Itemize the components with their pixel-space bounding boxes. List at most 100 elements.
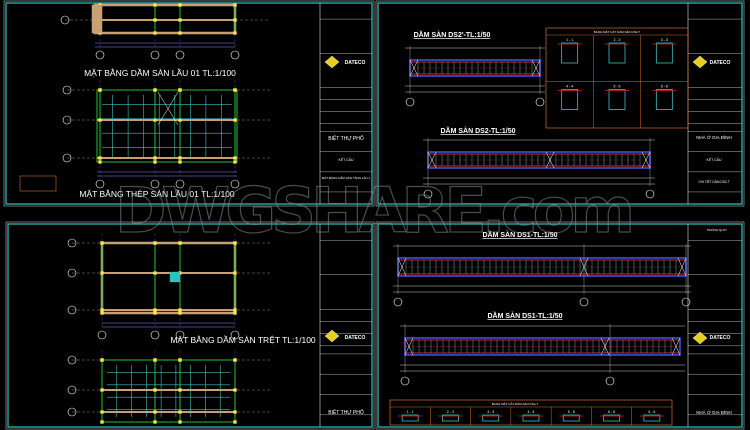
- column: [153, 308, 157, 312]
- grid-axis-bubble: [62, 115, 72, 125]
- section-label: 5 - 5: [568, 410, 575, 414]
- column: [233, 358, 237, 362]
- beam-title: DẦM SÀN DS2'-TL:1/50: [414, 29, 491, 39]
- column: [100, 420, 104, 424]
- plan-title: MẶT BẰNG DẦM SÀN TRỆT TL:1/100: [170, 335, 316, 345]
- column: [178, 358, 182, 362]
- column: [153, 358, 157, 362]
- sheet-outer-border: [375, 0, 745, 207]
- column: [153, 420, 157, 424]
- company-logo: [324, 329, 340, 343]
- column: [100, 271, 104, 275]
- grid-axis-bubble: [150, 330, 160, 340]
- column: [153, 3, 157, 7]
- support-cross: [600, 337, 610, 356]
- support-cross: [409, 59, 419, 77]
- column: [153, 31, 157, 35]
- column: [233, 160, 237, 164]
- sheet-frame: [377, 2, 743, 205]
- section-label: 4 - 4: [527, 410, 534, 414]
- grid-axis-bubble: [230, 179, 240, 189]
- grid-axis-bubble: [405, 97, 415, 107]
- stair-wall: [91, 4, 103, 34]
- company-logo: [692, 55, 708, 69]
- column: [233, 88, 237, 92]
- grid-axis-bubble: [67, 238, 77, 248]
- column: [98, 88, 102, 92]
- project-name: NHÀ Ở GIA ĐÌNH: [696, 134, 732, 140]
- column: [178, 410, 182, 414]
- column: [233, 18, 237, 22]
- column: [153, 156, 157, 160]
- column: [153, 160, 157, 164]
- column: [98, 118, 102, 122]
- section-label: 3 - 3: [487, 410, 494, 414]
- company-logo: [692, 331, 708, 345]
- column: [98, 160, 102, 164]
- grid-axis-bubble: [535, 97, 545, 107]
- project-name: BIỆT THỰ PHỐ: [328, 408, 364, 416]
- column: [233, 31, 237, 35]
- section-label: 6 - 6: [648, 410, 655, 414]
- column: [233, 308, 237, 312]
- sheet-frame: [7, 223, 373, 428]
- column: [100, 388, 104, 392]
- floor-outline: [100, 241, 237, 315]
- drawing-category: KẾT CẤU: [338, 157, 354, 162]
- grid-axis-bubble: [67, 355, 77, 365]
- grid-axis-bubble: [67, 385, 77, 395]
- column: [153, 271, 157, 275]
- drawing-category: KẾT CẤU: [706, 157, 722, 162]
- company-name: DATECO: [710, 335, 731, 341]
- grid-axis-bubble: [95, 50, 105, 60]
- column: [100, 308, 104, 312]
- drawing-name: MẶT BẰNG DẦM SÀN TẦNG LẦU 1: [322, 175, 371, 180]
- column: [178, 420, 182, 424]
- support-cross: [531, 59, 541, 77]
- grid-axis-bubble: [95, 179, 105, 189]
- beam-title: DẦM SÀN DS2-TL:1/50: [440, 125, 515, 135]
- company-logo: [324, 55, 340, 69]
- support-cross: [671, 337, 681, 356]
- sheet-outer-border: [375, 221, 745, 430]
- beam-title: DẦM SÀN DS1-TL:1/50: [487, 310, 562, 320]
- column: [153, 18, 157, 22]
- column: [178, 31, 182, 35]
- project-name: NHÀ Ở GIA ĐÌNH: [696, 409, 732, 415]
- column: [100, 358, 104, 362]
- beam-cross-section: [482, 414, 500, 422]
- section-table: [389, 399, 673, 426]
- column: [153, 88, 157, 92]
- grid-axis-bubble: [67, 268, 77, 278]
- company-name: DATECO: [710, 60, 731, 66]
- watermark: DWGSHARE.com: [115, 174, 635, 247]
- column: [233, 271, 237, 275]
- grid-axis-bubble: [393, 297, 403, 307]
- sheet-frame: [5, 2, 373, 205]
- section-label: 1 - 1: [566, 38, 573, 42]
- plan-title: MẶT BẰNG THÉP SÀN LẦU 01 TL:1/100: [79, 189, 235, 199]
- beam-cross-section: [561, 42, 579, 64]
- legend-box: [19, 175, 57, 192]
- section-label: 6 - 6: [608, 410, 615, 414]
- grid-axis-bubble: [175, 330, 185, 340]
- column: [233, 3, 237, 7]
- project-name: BIỆT THỰ PHỐ: [328, 134, 364, 142]
- column: [178, 241, 182, 245]
- section-label: 1 - 1: [407, 410, 414, 414]
- column: [178, 308, 182, 312]
- column: [233, 156, 237, 160]
- beam-cross-section: [561, 89, 579, 110]
- column: [233, 311, 237, 315]
- beam-cross-section: [603, 414, 620, 422]
- company-name: DATECO: [345, 60, 366, 66]
- beam-cross-section: [442, 414, 459, 422]
- section-label: 6 - 6: [661, 85, 668, 89]
- support-cross: [404, 337, 414, 356]
- column: [178, 388, 182, 392]
- support-cross: [427, 151, 437, 169]
- beam-cross-section: [401, 414, 419, 422]
- column: [100, 410, 104, 414]
- title-block-header: PHÒNG QLDT: [707, 227, 727, 232]
